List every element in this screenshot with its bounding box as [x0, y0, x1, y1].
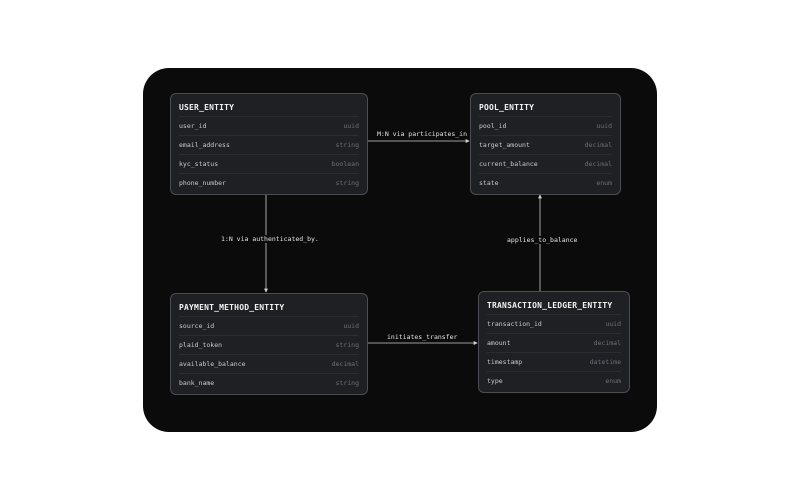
field-type: uuid — [343, 322, 359, 330]
field-type: uuid — [343, 122, 359, 130]
field-name: phone_number — [179, 179, 226, 187]
entity-payment-method[interactable]: PAYMENT_METHOD_ENTITY source_id uuid pla… — [170, 293, 368, 395]
field-name: available_balance — [179, 360, 246, 368]
entity-transaction-ledger[interactable]: TRANSACTION_LEDGER_ENTITY transaction_id… — [478, 291, 630, 393]
field-type: decimal — [584, 160, 612, 168]
field-type: enum — [596, 179, 612, 187]
field-row: timestamp datetime — [487, 352, 621, 371]
field-name: user_id — [179, 122, 207, 130]
field-type: string — [335, 179, 359, 187]
entity-user[interactable]: USER_ENTITY user_id uuid email_address s… — [170, 93, 368, 195]
field-name: kyc_status — [179, 160, 219, 168]
field-row: pool_id uuid — [479, 116, 612, 135]
field-row: available_balance decimal — [179, 354, 359, 373]
field-name: timestamp — [487, 358, 523, 366]
field-name: current_balance — [479, 160, 538, 168]
field-type: boolean — [331, 160, 359, 168]
relation-label-payment-transaction: initiates_transfer — [385, 333, 460, 341]
field-name: email_address — [179, 141, 230, 149]
field-name: type — [487, 377, 503, 385]
field-name: amount — [487, 339, 511, 347]
relation-label-transaction-pool: applies_to_balance — [505, 236, 580, 244]
field-name: transaction_id — [487, 320, 542, 328]
diagram-canvas: USER_ENTITY user_id uuid email_address s… — [143, 68, 657, 432]
field-type: uuid — [596, 122, 612, 130]
field-row: phone_number string — [179, 173, 359, 192]
field-row: plaid_token string — [179, 335, 359, 354]
field-type: string — [335, 141, 359, 149]
field-type: decimal — [584, 141, 612, 149]
field-row: type enum — [487, 371, 621, 390]
field-row: kyc_status boolean — [179, 154, 359, 173]
field-name: target_amount — [479, 141, 530, 149]
relation-label-user-payment: 1:N via authenticated_by. — [219, 235, 321, 243]
field-name: plaid_token — [179, 341, 223, 349]
field-row: source_id uuid — [179, 316, 359, 335]
entity-title: USER_ENTITY — [179, 103, 235, 112]
field-row: state enum — [479, 173, 612, 192]
field-row: bank_name string — [179, 373, 359, 392]
field-type: decimal — [593, 339, 621, 347]
field-row: current_balance decimal — [479, 154, 612, 173]
field-type: string — [335, 341, 359, 349]
field-type: decimal — [331, 360, 359, 368]
entity-title: TRANSACTION_LEDGER_ENTITY — [487, 301, 613, 310]
entity-title: POOL_ENTITY — [479, 103, 535, 112]
field-type: datetime — [589, 358, 621, 366]
entity-pool[interactable]: POOL_ENTITY pool_id uuid target_amount d… — [470, 93, 621, 195]
field-type: enum — [605, 377, 621, 385]
entity-title: PAYMENT_METHOD_ENTITY — [179, 303, 285, 312]
field-name: bank_name — [179, 379, 215, 387]
field-name: source_id — [179, 322, 215, 330]
field-row: transaction_id uuid — [487, 314, 621, 333]
relation-edges — [264, 139, 542, 345]
field-type: string — [335, 379, 359, 387]
field-name: pool_id — [479, 122, 507, 130]
field-row: amount decimal — [487, 333, 621, 352]
relation-label-user-pool: M:N via participates_in — [375, 130, 470, 138]
field-type: uuid — [605, 320, 621, 328]
field-row: target_amount decimal — [479, 135, 612, 154]
field-row: email_address string — [179, 135, 359, 154]
field-name: state — [479, 179, 499, 187]
field-row: user_id uuid — [179, 116, 359, 135]
